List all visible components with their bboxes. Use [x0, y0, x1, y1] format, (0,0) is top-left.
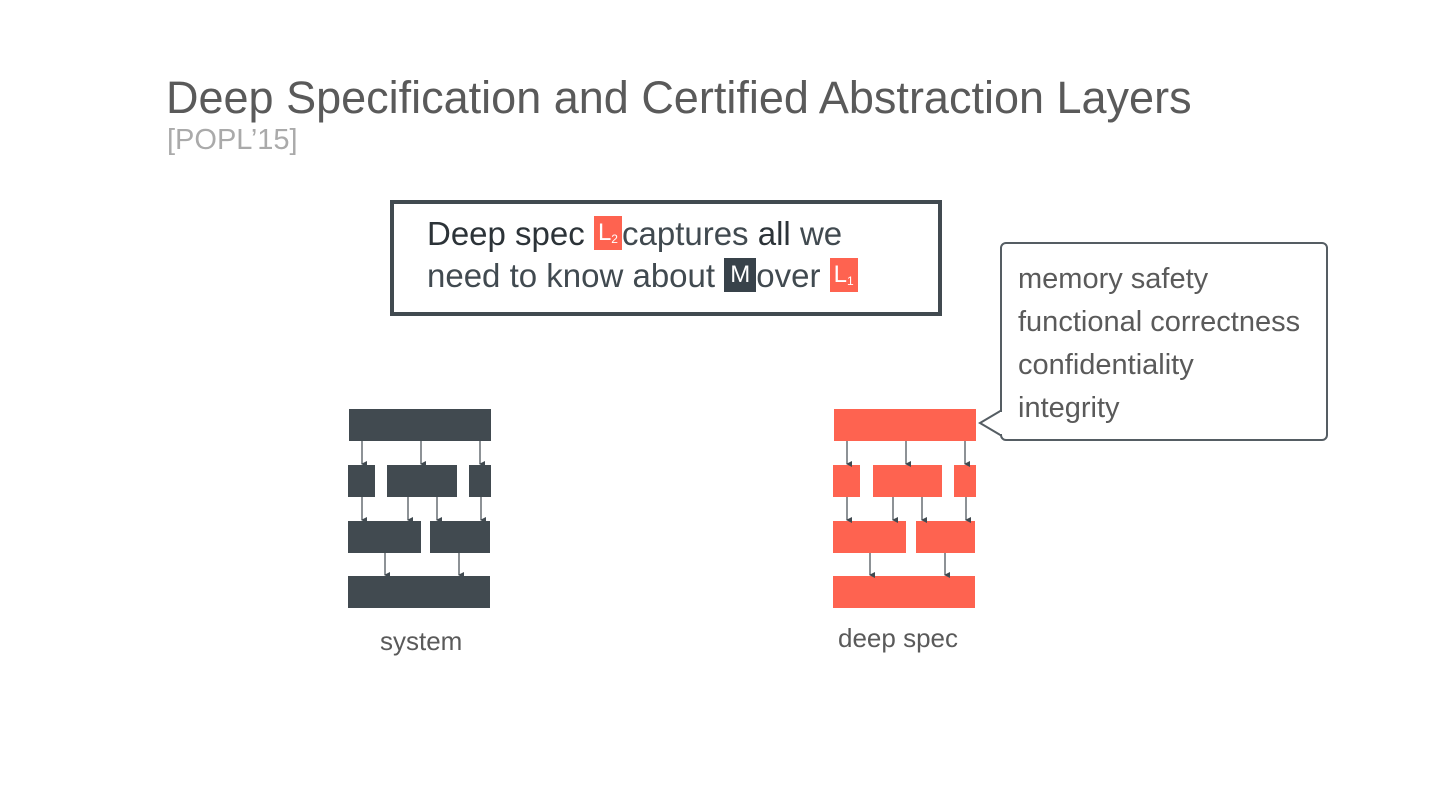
system-row2-block-c [469, 465, 491, 497]
spec-bottom-block [833, 576, 975, 608]
property-item: integrity [1018, 392, 1120, 424]
deep-spec-layer-stack [833, 409, 976, 608]
layer-l1-tag: L1 [829, 258, 858, 293]
spec-row3-block-a [833, 521, 906, 553]
layer-l2-sub: 2 [611, 232, 618, 247]
system-top-block [349, 409, 491, 441]
module-m-tag: M [724, 258, 757, 293]
claim-need-to-know: need to know about [427, 257, 716, 294]
claim-deep-spec: Deep spec [427, 215, 585, 252]
claim-all: all [757, 215, 791, 252]
layer-l2-letter: L [597, 219, 612, 247]
deep-spec-caption: deep spec [838, 623, 958, 653]
properties-callout: memory safety functional correctness con… [1000, 242, 1328, 441]
spec-row2-block-b [873, 465, 942, 497]
slide-subtitle: [POPL’15] [167, 124, 298, 156]
property-item: functional correctness [1018, 306, 1301, 338]
property-item: confidentiality [1018, 349, 1194, 381]
system-row2-block-b [387, 465, 457, 497]
system-caption: system [380, 626, 463, 656]
spec-top-block [834, 409, 976, 441]
spec-row2-block-a [833, 465, 860, 497]
property-item: memory safety [1018, 263, 1209, 295]
bubble-pointer [978, 409, 1003, 437]
system-row3-block-a [348, 521, 421, 553]
spec-row2-block-c [954, 465, 976, 497]
layer-l1-sub: 1 [846, 274, 854, 289]
system-layer-stack [348, 409, 491, 608]
spec-row3-block-b [916, 521, 975, 553]
layer-l2-tag: L2 [593, 216, 622, 251]
claim-captures: captures [621, 215, 749, 252]
system-bottom-block [348, 576, 490, 608]
layer-l1-letter: L [833, 261, 847, 289]
system-row3-block-b [430, 521, 490, 553]
claim-we: we [799, 215, 843, 252]
system-row2-block-a [348, 465, 375, 497]
slide-title: Deep Specification and Certified Abstrac… [166, 72, 1192, 123]
claim-over: over [756, 257, 821, 294]
